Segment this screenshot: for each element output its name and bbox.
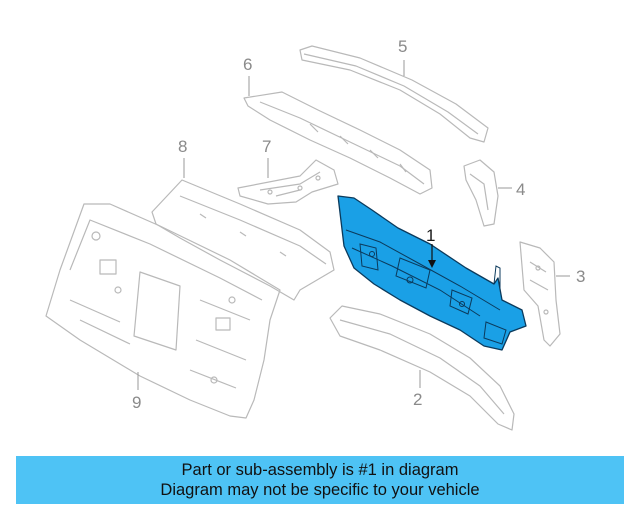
callout-4[interactable]: 4 [516, 180, 526, 199]
callout-7[interactable]: 7 [262, 137, 272, 156]
callout-2[interactable]: 2 [413, 390, 423, 409]
callout-6[interactable]: 6 [243, 55, 253, 74]
part-2-lower-rail[interactable] [329, 305, 515, 431]
part-9-dash-panel[interactable] [45, 203, 281, 419]
part-5-roof-rail[interactable] [299, 45, 489, 143]
part-4-bracket[interactable] [463, 159, 499, 227]
callout-5[interactable]: 5 [398, 37, 408, 56]
callout-1[interactable]: 1 [426, 226, 436, 245]
callout-8[interactable]: 8 [178, 137, 188, 156]
part-8-cross-member[interactable] [151, 179, 335, 301]
part-3-side-bracket[interactable] [519, 241, 561, 347]
caption-bar: Part or sub-assembly is #1 in diagram Di… [16, 456, 624, 504]
part-7-bracket[interactable] [237, 159, 339, 205]
part-1-cowl-panel[interactable] [337, 195, 527, 351]
leader-1-arrow [428, 260, 436, 268]
caption-line-1: Part or sub-assembly is #1 in diagram [181, 461, 459, 479]
part-6-cowl-rail[interactable] [243, 91, 433, 195]
caption-line-2: Diagram may not be specific to your vehi… [160, 481, 480, 499]
callout-9[interactable]: 9 [132, 393, 142, 412]
parts-diagram [45, 45, 570, 431]
callout-3[interactable]: 3 [576, 267, 586, 286]
